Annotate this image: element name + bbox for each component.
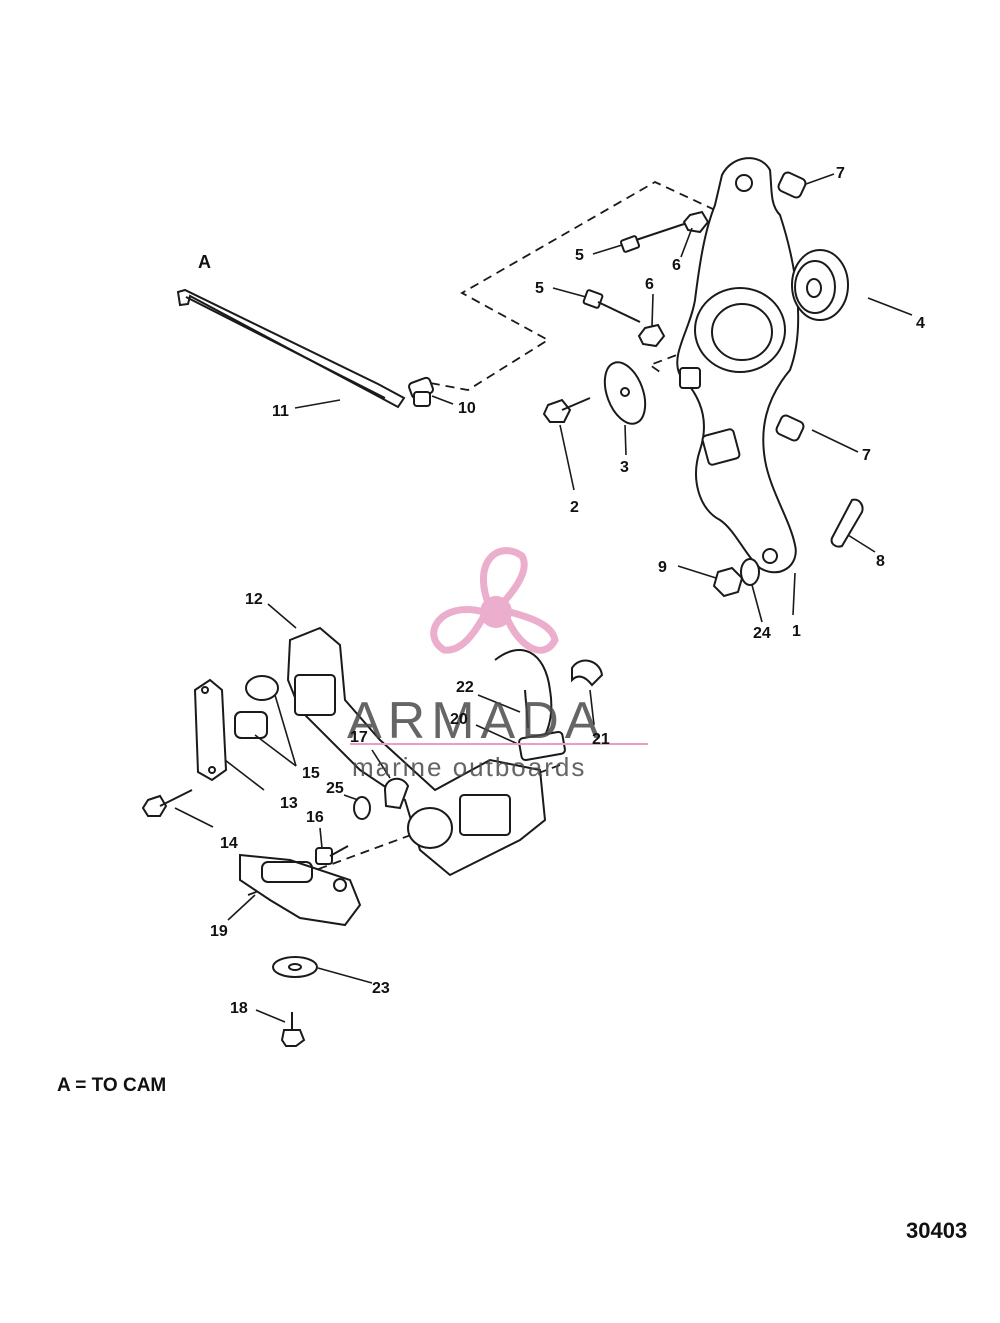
cam-follower-bracket [286,626,547,877]
callout-18: 18 [230,1000,248,1017]
watermark-logo-icon [430,547,559,654]
nut-lower [637,323,666,348]
long-bolt [141,789,193,817]
cap-lower [775,414,805,442]
nut-upper [682,210,710,234]
throttle-cable-clamp [494,649,604,762]
callout-17: 17 [350,729,368,746]
screw-upper [619,221,691,253]
callout-24: 24 [753,625,771,642]
figure-number: 30403 [906,1218,968,1243]
screw-lower [582,289,641,323]
large-washer [603,361,647,425]
callout-3: 3 [620,459,629,476]
callout-10: 10 [458,400,476,417]
callout-11: 11 [272,403,289,420]
cap-upper [777,171,807,199]
screw-18 [280,1012,306,1047]
callout-7-upper: 7 [836,165,845,182]
roller-bushing [791,249,849,321]
legend-note: A = TO CAM [57,1075,167,1096]
callout-16: 16 [306,809,324,826]
small-washer [740,558,760,586]
cable-clip [383,777,410,810]
callout-23: 23 [372,980,390,997]
rod-end-connector [408,376,434,407]
callout-9: 9 [658,559,667,576]
spacers [234,675,279,739]
callout-6-lower: 6 [645,276,654,293]
reference-label-a: A [198,252,211,272]
washer-25 [353,796,371,820]
base-housing [239,853,362,927]
callout-25: 25 [326,780,344,797]
callout-5-upper: 5 [575,247,584,264]
callout-19: 19 [210,923,228,940]
washer-23 [272,956,318,978]
screw-16 [315,845,349,865]
callout-5-lower: 5 [535,280,544,297]
locknut [712,566,744,598]
callout-22: 22 [456,679,474,696]
callout-8: 8 [876,553,885,570]
callout-20: 20 [450,711,468,728]
callout-6-upper: 6 [672,257,681,274]
callout-15: 15 [302,765,320,782]
watermark-title: ARMADA [347,692,605,750]
mounting-plate [193,678,228,782]
callout-2: 2 [570,499,579,516]
watermark-subtitle: marine outboards [352,752,586,782]
callout-13: 13 [280,795,298,812]
callout-21: 21 [592,731,610,748]
callout-12: 12 [245,591,263,608]
throttle-arm [676,157,800,574]
leader-lines [174,173,913,1023]
callout-4: 4 [916,315,925,332]
link-rod [176,288,406,409]
callout-14: 14 [220,835,238,852]
stud [830,498,864,548]
callout-7-lower: 7 [862,447,871,464]
shoulder-bolt [542,397,591,423]
callout-1: 1 [792,623,801,640]
